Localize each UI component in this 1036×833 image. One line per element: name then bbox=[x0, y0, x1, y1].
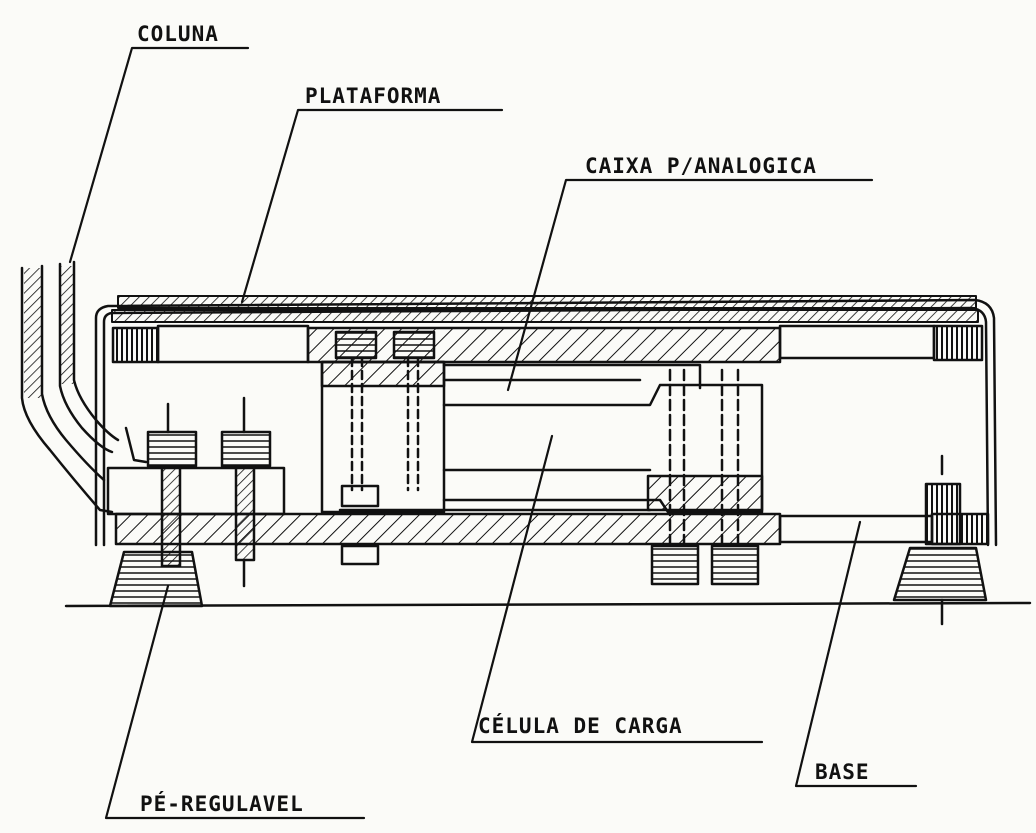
cell-top-bolts bbox=[334, 330, 436, 508]
left-bolts bbox=[124, 396, 272, 588]
base-plate bbox=[106, 466, 990, 566]
right-spacer bbox=[932, 324, 984, 362]
leader-plataforma bbox=[240, 108, 504, 304]
leader-caixa bbox=[506, 178, 874, 392]
label-plataforma: PLATAFORMA bbox=[305, 84, 442, 108]
leader-celula bbox=[470, 434, 764, 744]
right-foot bbox=[892, 454, 988, 626]
load-cell bbox=[320, 360, 764, 514]
label-coluna: COLUNA bbox=[137, 22, 219, 46]
leader-coluna bbox=[68, 46, 250, 264]
floor-line bbox=[64, 601, 1032, 608]
leader-base bbox=[794, 520, 918, 788]
cell-right-bolts bbox=[650, 368, 760, 586]
left-spacer bbox=[111, 326, 160, 364]
label-base: BASE bbox=[815, 760, 870, 784]
leader-pe bbox=[104, 584, 366, 820]
left-foot bbox=[108, 550, 204, 608]
top-plate bbox=[306, 326, 782, 364]
label-celula: CÉLULA DE CARGA bbox=[478, 714, 683, 738]
housing bbox=[94, 295, 998, 547]
label-caixa: CAIXA P/ANALOGICA bbox=[585, 154, 817, 178]
column bbox=[20, 260, 120, 514]
leader-lines bbox=[68, 46, 918, 820]
label-pe: PÉ-REGULAVEL bbox=[140, 792, 304, 816]
